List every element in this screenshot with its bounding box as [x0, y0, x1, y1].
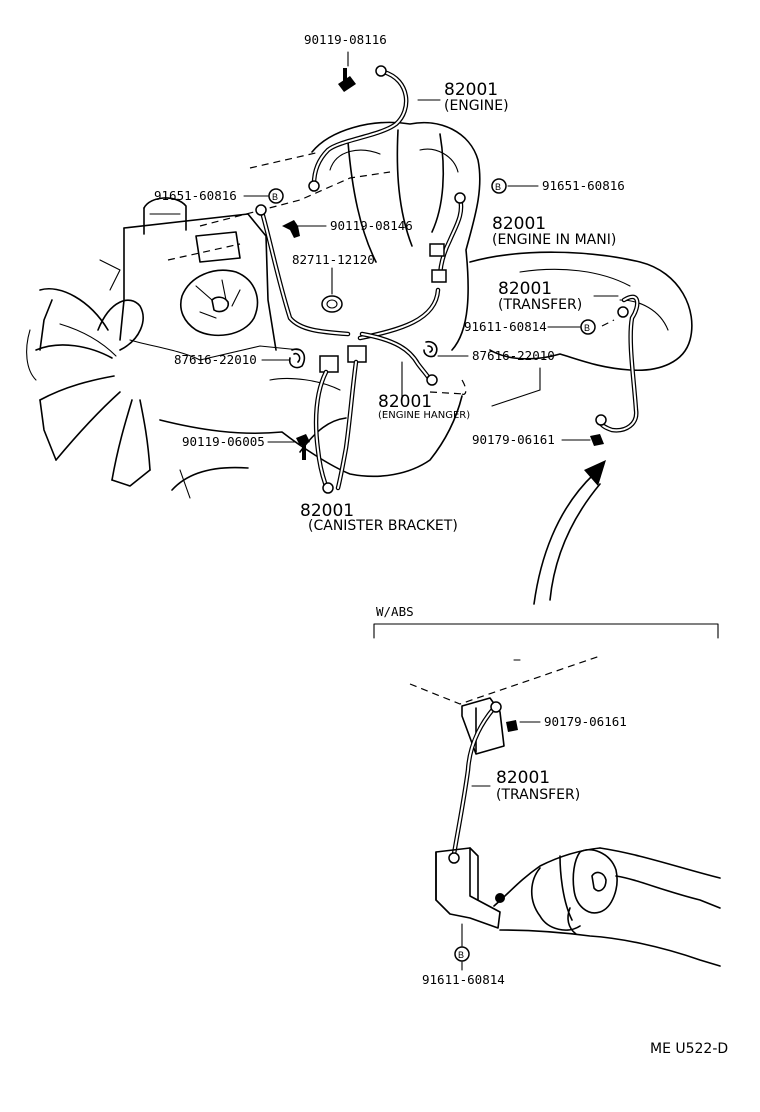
part-label-bolt-mid: 90119-08146: [330, 218, 413, 233]
part-label-strap-engine-number: 82001: [444, 80, 499, 100]
clip-drawings: [288, 340, 438, 369]
diagram-code: ME U522-D: [650, 1041, 729, 1057]
strap-transfer-wire: B: [580, 294, 640, 446]
svg-text:B: B: [495, 182, 501, 192]
part-label-clamp: 82711-12120: [292, 252, 375, 267]
part-label-nut-right-upper: 91651-60816: [542, 178, 625, 193]
svg-text:B: B: [458, 950, 464, 960]
part-label-nut-left-upper: 91651-60816: [154, 188, 237, 203]
strap-engine-wire: [308, 65, 409, 192]
part-label-strap-hanger-number: 82001: [378, 392, 433, 412]
strap-hanger-canister: [296, 331, 467, 494]
part-label-clip-right: 87616-22010: [472, 348, 555, 363]
abs-label-strap-desc: (TRANSFER): [496, 787, 581, 803]
part-label-strap-mani-number: 82001: [492, 214, 547, 234]
part-label-strap-transfer-desc: (TRANSFER): [498, 297, 583, 313]
part-label-clip-left: 87616-22010: [174, 352, 257, 367]
abs-label-nut-06161: 90179-06161: [544, 714, 627, 729]
abs-label-strap-number: 82001: [496, 768, 551, 788]
part-label-strap-transfer-number: 82001: [498, 279, 553, 299]
part-label-strap-mani-desc: (ENGINE IN MANI): [492, 232, 617, 248]
part-label-nut-06161-upper: 90179-06161: [472, 432, 555, 447]
clamp-drawing: [321, 295, 343, 313]
part-label-bolt-91611-upper: 91611-60814: [464, 319, 547, 334]
abs-label-bolt-60814: 91611-60814: [422, 972, 505, 987]
abs-section-frame: [373, 623, 719, 639]
abs-section-label: W/ABS: [376, 604, 414, 619]
callout-arrow: [533, 460, 606, 605]
abs-drawing: B: [409, 655, 721, 971]
part-label-bolt-top: 90119-08116: [304, 32, 387, 47]
strap-left-upper: B: [255, 188, 351, 337]
leader-lines-upper: [243, 51, 619, 443]
part-label-strap-hanger-desc: (ENGINE HANGER): [378, 410, 471, 421]
svg-text:B: B: [584, 323, 590, 333]
part-label-strap-canister-desc: (CANISTER BRACKET): [308, 518, 458, 534]
svg-text:B: B: [272, 192, 278, 202]
part-label-strap-engine-desc: (ENGINE): [444, 98, 509, 114]
part-label-strap-canister-number: 82001: [300, 501, 355, 521]
part-label-bolt-06005: 90119-06005: [182, 434, 265, 449]
